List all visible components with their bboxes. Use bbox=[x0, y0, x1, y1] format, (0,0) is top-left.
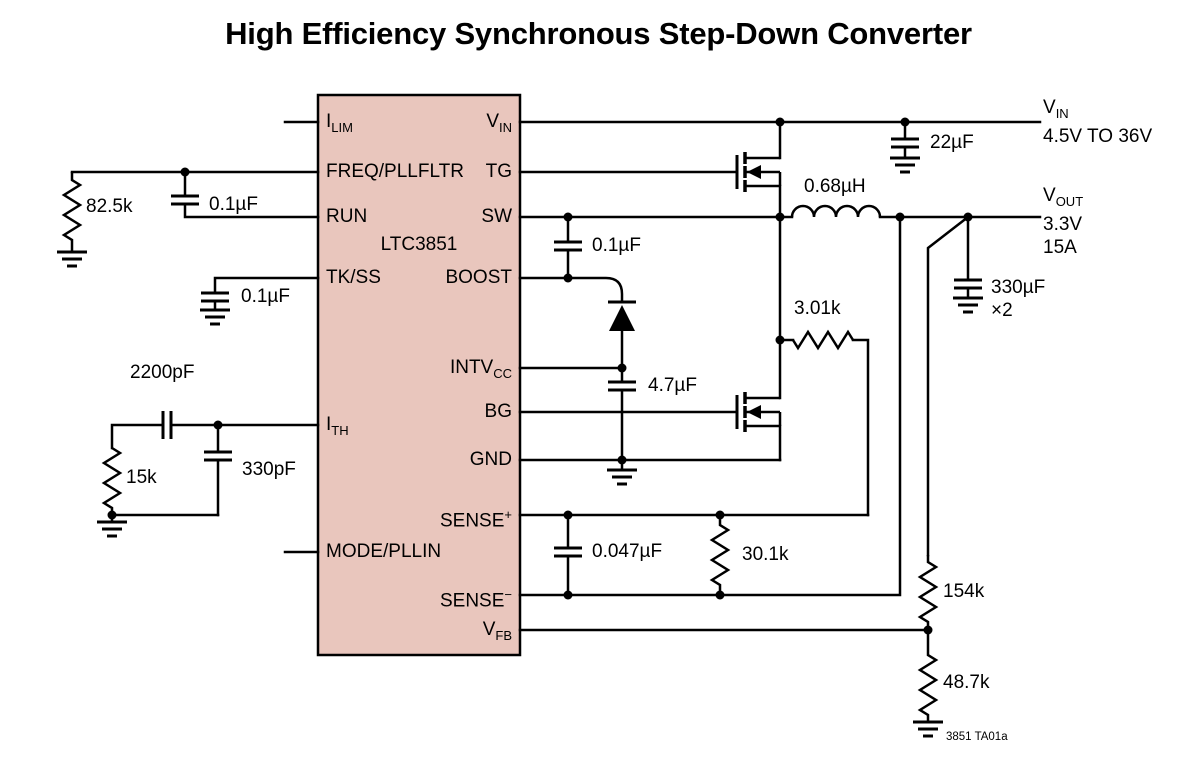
pin-sense-minus: SENSE− bbox=[439, 587, 512, 612]
label-inductor: 0.68µH bbox=[804, 176, 866, 197]
ground-icon bbox=[890, 156, 920, 174]
figure-reference: 3851 TA01a bbox=[946, 731, 1008, 743]
wire-comp-left bbox=[110, 423, 165, 450]
capacitor-intvcc-symbol bbox=[608, 380, 636, 392]
pin-mode-pllin: MODE/PLLIN bbox=[326, 541, 442, 562]
capacitor-boost-symbol bbox=[554, 240, 582, 252]
capacitor-comp-parallel-symbol bbox=[204, 450, 232, 462]
pin-run: RUN bbox=[326, 206, 368, 227]
mosfet-bottom bbox=[735, 392, 782, 432]
pin-freq-pllfltr: FREQ/PLLFLTR bbox=[326, 161, 464, 182]
boost-diode bbox=[608, 300, 636, 331]
node-vin-name: VIN bbox=[1043, 97, 1069, 121]
ground-icon bbox=[57, 250, 87, 268]
pin-bg: BG bbox=[484, 401, 512, 422]
resistor-sense-series-symbol bbox=[791, 329, 855, 351]
ic-body bbox=[316, 93, 522, 657]
ground-icon bbox=[913, 720, 943, 738]
inductor-symbol bbox=[790, 204, 882, 218]
label-c-boost: 0.1µF bbox=[592, 235, 641, 256]
capacitor-vin-symbol bbox=[891, 137, 919, 149]
label-r-fb-bottom: 48.7k bbox=[943, 672, 990, 693]
label-r-fb-top: 154k bbox=[943, 581, 985, 602]
capacitor-comp-series-symbol bbox=[161, 411, 173, 439]
label-c-vin: 22µF bbox=[930, 132, 974, 153]
label-c-freq: 0.1µF bbox=[209, 194, 258, 215]
wires bbox=[70, 120, 1042, 632]
pin-sense-plus: SENSE+ bbox=[439, 507, 512, 532]
page-title: High Efficiency Synchronous Step-Down Co… bbox=[225, 16, 972, 51]
ground-symbols bbox=[57, 156, 983, 738]
mosfet-top bbox=[735, 152, 782, 192]
node-vout-current: 15A bbox=[1043, 236, 1077, 258]
node-vout-name: VOUT bbox=[1043, 185, 1084, 209]
pin-tkss: TK/SS bbox=[326, 267, 381, 288]
pin-boost: BOOST bbox=[445, 267, 512, 288]
label-c-sense: 0.047µF bbox=[592, 541, 663, 562]
mosfet-top-arrow-icon bbox=[747, 165, 761, 179]
resistor-freq-symbol bbox=[61, 172, 83, 252]
pin-tg: TG bbox=[485, 161, 512, 182]
pin-ith: ITH bbox=[326, 414, 349, 438]
label-c-intvcc: 4.7µF bbox=[648, 375, 697, 396]
resistor-sense-shunt-symbol bbox=[709, 515, 731, 595]
wire-fb-riser bbox=[926, 215, 970, 557]
label-c-softstart: 0.1µF bbox=[241, 286, 290, 307]
mosfet-top-stubs bbox=[745, 156, 782, 188]
label-c-comp-parallel: 330pF bbox=[242, 459, 296, 480]
ground-icon bbox=[200, 308, 230, 326]
node-vout-voltage: 3.3V bbox=[1043, 213, 1083, 235]
resistors bbox=[61, 172, 939, 722]
pin-intvcc: INTVCC bbox=[449, 357, 512, 381]
wire-run bbox=[183, 202, 320, 219]
pin-gnd: GND bbox=[469, 449, 512, 470]
label-r-sense-shunt: 30.1k bbox=[742, 544, 789, 565]
resistor-comp-symbol bbox=[101, 446, 123, 515]
capacitor-freq-symbol bbox=[171, 194, 199, 206]
wire-tkss bbox=[213, 276, 320, 295]
capacitor-sense-symbol bbox=[554, 546, 582, 558]
label-c-vout: 330µF ×2 bbox=[991, 276, 1045, 322]
label-r-sense-series: 3.01k bbox=[794, 298, 841, 319]
ic-part-number: LTC3851 bbox=[380, 234, 458, 255]
pin-vfb: VFB bbox=[482, 619, 512, 643]
capacitors bbox=[161, 137, 982, 558]
label-c-vout-value: 330µF bbox=[991, 277, 1046, 298]
mosfet-bottom-stubs bbox=[745, 396, 782, 428]
resistor-fb-bottom-symbol bbox=[917, 630, 939, 722]
node-vout: VOUT 3.3V 15A bbox=[1043, 184, 1083, 259]
junction-dots bbox=[107, 117, 973, 635]
ground-icon bbox=[607, 468, 637, 486]
pin-vin: VIN bbox=[486, 111, 512, 135]
ground-icon bbox=[953, 296, 983, 314]
capacitor-softstart-symbol bbox=[201, 291, 229, 303]
mosfet-bottom-arrow-icon bbox=[747, 405, 761, 419]
resistor-fb-top-symbol bbox=[917, 555, 939, 630]
pin-ilim: ILIM bbox=[326, 111, 353, 135]
label-r-freq: 82.5k bbox=[86, 196, 133, 217]
wire-boost bbox=[518, 276, 624, 304]
label-c-comp-series: 2200pF bbox=[130, 362, 195, 383]
node-vin: VIN 4.5V TO 36V bbox=[1043, 96, 1152, 148]
label-c-vout-qty: ×2 bbox=[991, 300, 1013, 321]
capacitor-vout-symbol bbox=[954, 278, 982, 290]
label-r-comp: 15k bbox=[126, 467, 157, 488]
node-vin-range: 4.5V TO 36V bbox=[1043, 125, 1153, 147]
pin-sw: SW bbox=[481, 206, 512, 227]
wire-rsense-right bbox=[851, 338, 870, 517]
ground-icon bbox=[97, 520, 127, 538]
wire-sense-minus bbox=[518, 215, 902, 597]
diode-triangle-icon bbox=[609, 305, 635, 331]
